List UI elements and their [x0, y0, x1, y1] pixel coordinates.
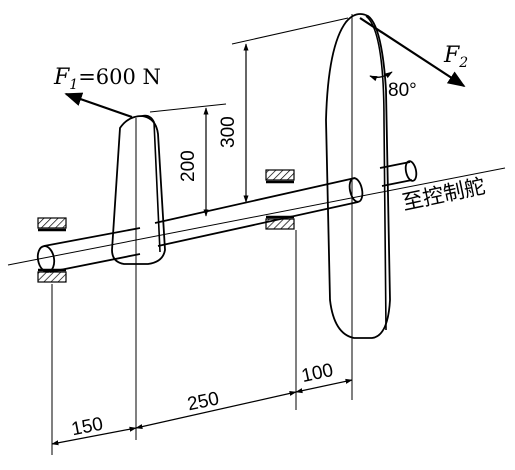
- angle-label: 80°: [388, 80, 417, 101]
- large-lever: [325, 13, 391, 400]
- shaft-axis-line: [7, 167, 506, 266]
- small-lever: [111, 114, 166, 440]
- force-f1-label: F1=600 N: [53, 65, 161, 93]
- svg-text:250: 250: [186, 388, 221, 415]
- angle-arc: [369, 71, 393, 82]
- force-f1-arrow: [64, 92, 133, 119]
- shaft-stub: [379, 160, 418, 187]
- middle-bearing: [265, 169, 295, 230]
- force-f2-arrow: [359, 17, 466, 87]
- svg-text:200: 200: [178, 150, 199, 182]
- dimension-150: 150: [51, 414, 137, 446]
- dimension-300: 300: [218, 17, 349, 203]
- dimension-250: 250: [135, 388, 297, 430]
- shaft-main: [154, 177, 364, 247]
- svg-text:150: 150: [70, 414, 105, 441]
- dimension-100: 100: [295, 360, 353, 394]
- svg-text:100: 100: [300, 360, 335, 387]
- dimension-200: 200: [149, 103, 227, 217]
- force-f2-label: F2: [443, 43, 468, 71]
- shaft-left: [36, 227, 141, 273]
- svg-text:300: 300: [218, 116, 239, 148]
